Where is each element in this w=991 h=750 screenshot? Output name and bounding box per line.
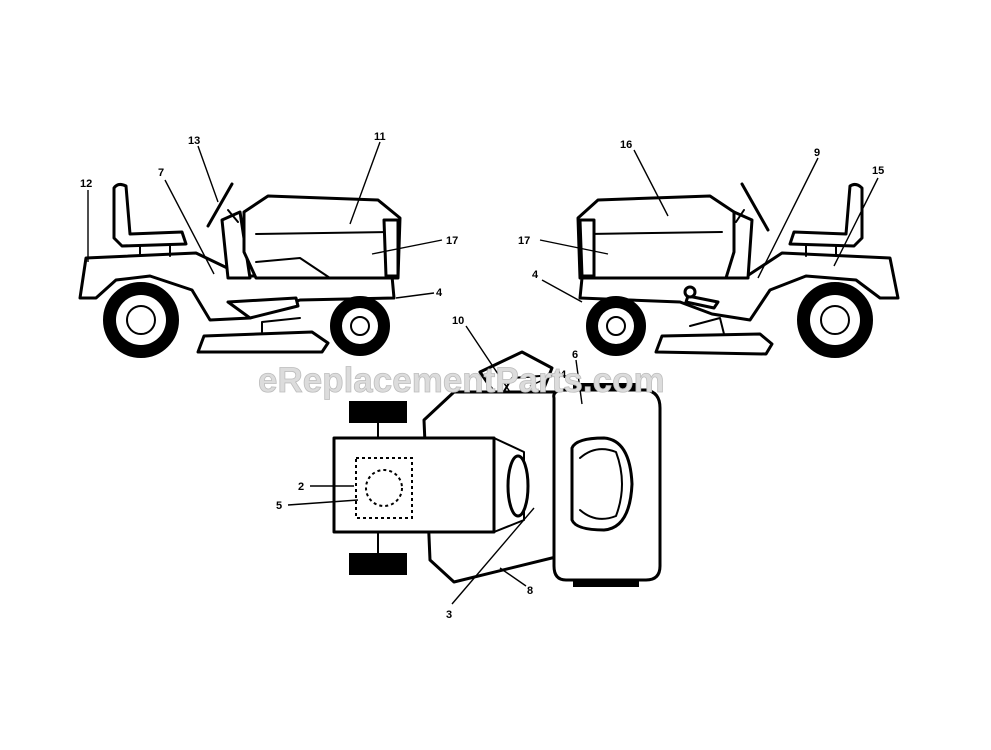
tractor-top-view [332, 350, 662, 587]
callout-17-right: 17 [518, 235, 530, 247]
tractor-side-view-right [576, 182, 900, 358]
mower-deck [654, 332, 774, 356]
seat [112, 182, 188, 248]
callout-6: 6 [572, 349, 578, 361]
leader-lines [87, 141, 879, 605]
callout-3: 3 [446, 609, 452, 621]
callout-4-right: 4 [532, 269, 539, 281]
seat [788, 182, 864, 248]
callout-8: 8 [527, 585, 533, 597]
seat [570, 436, 634, 532]
rear-wheel [573, 383, 639, 391]
callout-7: 7 [158, 167, 164, 179]
callout-15: 15 [872, 165, 884, 177]
callout-9: 9 [814, 147, 820, 159]
hood [242, 194, 402, 280]
hood [332, 436, 496, 534]
steering-wheel [206, 182, 234, 228]
callout-13: 13 [188, 135, 200, 147]
callout-5: 5 [276, 500, 282, 512]
callout-11: 11 [374, 131, 386, 143]
hood [576, 194, 736, 280]
mower-deck [196, 330, 330, 354]
callout-14: 14 [554, 369, 567, 381]
rear-fender [578, 251, 900, 322]
callout-16: 16 [620, 139, 632, 151]
steering-wheel [740, 182, 770, 232]
rear-wheel [573, 579, 639, 587]
steering-wheel [506, 454, 530, 518]
front-left-wheel [349, 401, 407, 423]
tractor-side-view-left [78, 182, 402, 358]
callout-2: 2 [298, 481, 304, 493]
watermark: eReplacementParts.com [258, 361, 665, 400]
callout-17-left: 17 [446, 235, 458, 247]
callout-labels: 13 11 12 7 17 4 16 9 15 17 4 10 6 14 2 5… [80, 131, 884, 621]
callout-4-left: 4 [436, 287, 443, 299]
callout-12: 12 [80, 178, 92, 190]
front-right-wheel [349, 553, 407, 575]
callout-10: 10 [452, 315, 464, 327]
